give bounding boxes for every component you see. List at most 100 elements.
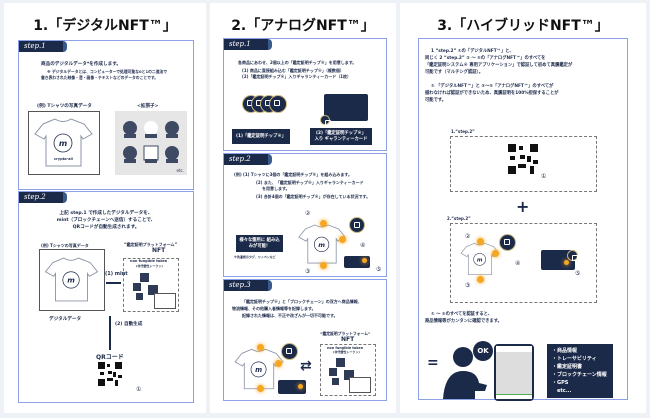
info-item: ・ブロックチェーン情報 <box>552 372 607 378</box>
text-line: ① 「デジタルNFT™」と ②～⑤「アナログNFT™」のすべてが <box>431 84 554 89</box>
info-card <box>349 377 371 393</box>
step-text: 「鑑定証明チップ®」と「ブロックチェーン」の双方へ商品情報、 <box>242 299 362 304</box>
chip-location <box>257 385 264 392</box>
digital-nft-panel: 1.「デジタルNFT™」 step.1 商品のデジタルデータ*を作成します。 ※… <box>4 3 206 413</box>
text-line: 可能です。 <box>425 98 447 103</box>
blockchain-icon <box>329 358 354 385</box>
box1-label: 1.“step.2” <box>451 129 475 134</box>
step2-box: step.2 上記 step.1 で作成したデジタルデータを、 mint（ブロッ… <box>18 191 194 403</box>
info-list: ・商品情報 ・トレーサビリティ ・鑑定証明書 ・ブロックチェーン情報 ・GPS … <box>547 344 613 398</box>
step-banner: step.2 <box>224 154 272 165</box>
nft-box: non fungible token (非代替性トークン) <box>123 258 179 312</box>
text-line: 「鑑定証明システム® 専用アプリケーション」で認証して初めて真贋鑑定が <box>425 63 573 68</box>
step-text: (2)「鑑定証明チップ®」入りギャランティーカード（1枚） <box>242 74 351 79</box>
text-line: 同じく 2 “step.2” ② ～ ⑤の「アナログNFT™」のすべてを <box>425 56 546 61</box>
info-item: ・GPS <box>552 380 569 386</box>
extension-label: <拡張子> <box>137 104 159 109</box>
digital-nft-box: ① <box>450 136 597 192</box>
callout-box: 様々な箇所に 組み込みが可能！ <box>236 235 283 252</box>
analog-nft-panel: 2.「アナログNFT™」 step.1 各商品にあわせ、2個以上の「鑑定証明チッ… <box>210 3 396 413</box>
smartphone-app <box>494 344 534 401</box>
file-type-icons: etc. <box>115 111 187 175</box>
auto-label: (2) 自動生成 <box>115 322 143 327</box>
section-title: 1.「デジタルNFT™」 <box>33 18 177 34</box>
analog-nft-box: m ② ③ ④ ⑤ <box>450 223 597 303</box>
text-line: 商品情報等がカンタンに確認できます。 <box>425 319 502 324</box>
chip-location <box>257 344 264 351</box>
marker-3: ③ <box>465 282 471 289</box>
nft-subtitle: non fungible token <box>130 259 168 263</box>
digital-data-label: デジタルデータ <box>49 317 82 322</box>
step-text: 物流情報、その他購入者情報等を記録します。 <box>232 306 316 311</box>
step-text: mint（ブロックチェーンへ送信）することで、 <box>56 218 156 223</box>
svg-text:m: m <box>318 241 325 249</box>
tshirt-icon: m <box>34 118 93 167</box>
info-item: etc... <box>552 388 572 394</box>
nft-label: NFT <box>152 247 166 254</box>
blockchain-icon <box>133 273 158 300</box>
tshirt-photo: m <box>39 249 105 311</box>
chip-location-5 <box>362 258 367 263</box>
photo-label: (例) Tシャツの写真データ <box>37 104 92 109</box>
step-note: 書き表わされた映像・音・画像・テキストなどのデータのことです。 <box>41 75 159 80</box>
chip-location-3 <box>320 262 327 269</box>
chip-icon <box>320 115 331 126</box>
svg-text:m: m <box>255 366 262 374</box>
marker-3: ③ <box>305 268 311 275</box>
hybrid-box: 1 “step.2” ①の「デジタルNFT™」と、 同じく 2 “step.2”… <box>418 38 628 401</box>
info-item: ・商品情報 <box>552 348 578 354</box>
step-text: 記録された情報は、不正や改ざんが一切不可能です。 <box>242 313 338 318</box>
marker-1: ① <box>541 173 547 180</box>
step-banner: step.3 <box>224 280 272 291</box>
svg-text:m: m <box>59 139 67 148</box>
nft-label: NFT <box>341 336 355 343</box>
step-banner: step.2 <box>19 192 67 203</box>
ok-bubble: OK <box>473 341 493 361</box>
info-item: ・鑑定証明書 <box>552 364 583 370</box>
step-text: 商品のデジタルデータ*を作成します。 <box>41 62 121 67</box>
marker-1: ① <box>136 386 142 393</box>
step-text: (2) また、「鑑定証明チップ®」入りギャランティーカード <box>256 180 364 185</box>
qr-code <box>98 362 122 386</box>
result-paragraph: ① ～ ⑤のすべてを認証すると、 商品情報等がカンタンに確認できます。 <box>425 311 502 325</box>
step-text: (1) 商品に直接組み込む「鑑定証明チップ®」（複数個） <box>242 68 344 73</box>
marker-4: ④ <box>515 260 521 267</box>
chip-location <box>275 360 282 367</box>
chip-icon <box>499 234 516 251</box>
platform-label: “鑑定証明プラットフォーム” <box>320 331 371 336</box>
marker-4: ④ <box>360 242 366 249</box>
text-line: 可能です（マルチシグ認証）。 <box>425 70 484 75</box>
plus-sign: + <box>516 197 530 216</box>
step-banner: step.1 <box>19 41 67 52</box>
sync-arrows-icon: ⇄ <box>300 358 312 374</box>
svg-text:m: m <box>477 257 483 263</box>
chip-icon <box>349 217 365 233</box>
nft-subtitle: non fungible token <box>327 346 364 350</box>
section-title: 2.「アナログNFT™」 <box>231 18 375 34</box>
chip-location-3 <box>477 276 484 283</box>
qr-code <box>508 144 538 174</box>
chip-location <box>298 384 303 389</box>
step3-box: step.3 「鑑定証明チップ®」と「ブロックチェーン」の双方へ商品情報、 物流… <box>223 279 387 401</box>
qr-label: QRコード <box>96 354 124 361</box>
step-note: ※ デジタルデータとは、コンピューターで処理可能な0と1の二進法で <box>47 69 168 74</box>
text-line: 1 “step.2” ①の「デジタルNFT™」と、 <box>431 49 514 54</box>
platform-label: “鑑定証明プラットフォーム” <box>124 242 178 247</box>
step-text: を用意します。 <box>262 186 290 191</box>
mint-arrow <box>106 282 121 284</box>
box2-label: 2.“step.2” <box>447 216 471 221</box>
brand-logo: crypto-all <box>54 157 73 161</box>
step-banner: step.1 <box>224 39 272 50</box>
step2-box: step.2 (例) (1) Tシャツに3個の「鑑定証明チップ®」を組み込みます… <box>223 153 387 277</box>
step1-box: step.1 商品のデジタルデータ*を作成します。 ※ デジタルデータとは、コン… <box>18 40 194 190</box>
marker-2: ② <box>465 233 471 240</box>
nft-box: non fungible token (非代替性トークン) <box>320 344 376 396</box>
photo-label: (例) Tシャツの写真データ <box>41 243 89 248</box>
callout-note: ※洗濯表示タグ、ワッペンなど <box>234 255 276 259</box>
media-icons <box>123 121 179 163</box>
auto-arrow <box>109 316 111 350</box>
tshirt-icon: m <box>234 348 284 390</box>
tshirt-icon: m <box>298 224 346 264</box>
chip-location-4 <box>492 250 499 257</box>
guarantee-card <box>324 94 368 121</box>
